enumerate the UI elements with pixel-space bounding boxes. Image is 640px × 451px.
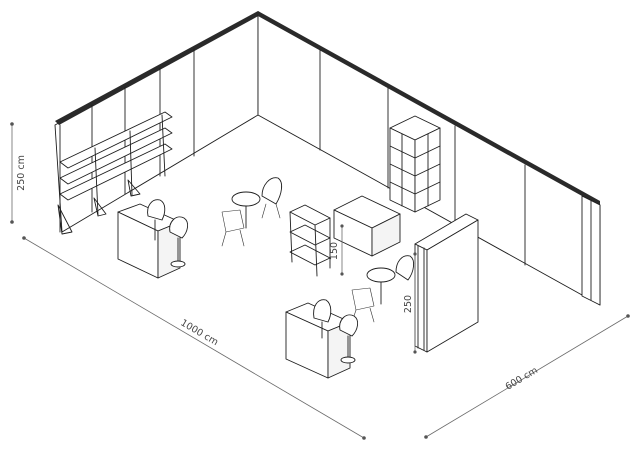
stools-bottom [313, 299, 359, 364]
dimension-label-counter-height: 150 [329, 242, 340, 260]
counter-centre [333, 195, 401, 257]
cube-shelving [389, 115, 441, 213]
stools-left [147, 199, 189, 268]
display-shelf-centre [289, 204, 331, 277]
counter-left [117, 203, 181, 279]
dimension-panel-height: 250 [403, 252, 417, 354]
dimension-label-panel-height: 250 [403, 295, 414, 313]
freestanding-panel [414, 213, 479, 353]
dimension-counter-height: 150 [329, 224, 344, 276]
table-bottom-set [351, 255, 415, 323]
dimension-label-depth: 600 cm [504, 365, 540, 393]
right-end-wall [581, 195, 601, 306]
wall-shelving-unit [57, 111, 173, 235]
dimension-label-wall-height: 250 cm [16, 155, 27, 191]
dimension-wall-height: 250 cm [10, 122, 27, 224]
table-top-set [221, 177, 283, 247]
